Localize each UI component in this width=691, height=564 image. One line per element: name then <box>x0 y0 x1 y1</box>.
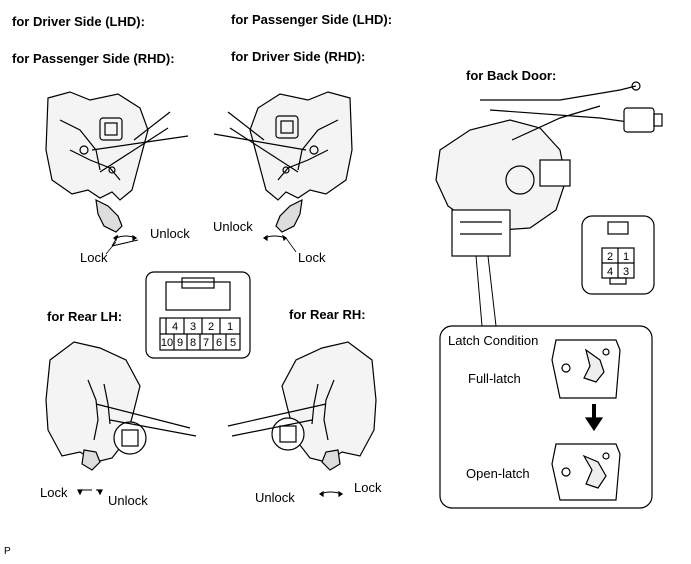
front-left-unlock-label: Unlock <box>150 226 190 241</box>
front-right-unlock-label: Unlock <box>213 219 253 234</box>
connector-4-pin-drawing <box>581 215 655 295</box>
pin-label: 10 <box>161 337 173 349</box>
pin-label: 2 <box>607 251 613 263</box>
open-latch-drawing <box>551 443 621 501</box>
pin-label: 8 <box>190 337 196 349</box>
connector-10-pin-drawing <box>145 271 251 359</box>
latch-condition-title: Latch Condition <box>448 333 539 348</box>
heading-driver-rhd: for Driver Side (RHD): <box>231 49 366 64</box>
open-latch-label: Open-latch <box>466 466 530 481</box>
rear-left-lock-label: Lock <box>40 485 68 500</box>
pin-label: 5 <box>230 337 236 349</box>
rear-right-unlock-label: Unlock <box>255 490 295 505</box>
heading-driver-lhd: for Driver Side (LHD): <box>12 14 145 29</box>
pin-label: 3 <box>190 321 196 333</box>
back-door-lock-drawing <box>435 81 663 257</box>
front-left-door-lock-drawing <box>45 91 189 233</box>
rear-right-door-lock-drawing <box>227 341 377 471</box>
pin-label: 2 <box>208 321 214 333</box>
rear-left-unlock-label: Unlock <box>108 493 148 508</box>
rear-right-lock-label: Lock <box>354 480 382 495</box>
pin-label: 4 <box>607 266 613 278</box>
heading-passenger-rhd: for Passenger Side (RHD): <box>12 51 175 66</box>
connector-10-pin-numbers: 4 3 2 1 10 9 8 7 6 5 <box>161 321 236 349</box>
full-latch-drawing <box>551 339 621 399</box>
pin-label: 7 <box>203 337 209 349</box>
pin-label: 1 <box>227 321 233 333</box>
pin-label: 4 <box>172 321 178 333</box>
heading-back-door: for Back Door: <box>466 68 557 83</box>
full-latch-label: Full-latch <box>468 371 521 386</box>
pin-label: 9 <box>177 337 183 349</box>
heading-passenger-lhd: for Passenger Side (LHD): <box>231 12 393 27</box>
front-right-door-lock-drawing <box>213 91 353 233</box>
front-right-lock-label: Lock <box>298 250 326 265</box>
heading-rear-rh: for Rear RH: <box>289 307 366 322</box>
rear-left-door-lock-drawing <box>45 341 197 471</box>
pin-label: 3 <box>623 266 629 278</box>
connector-4-pin-numbers: 2 1 4 3 <box>607 251 629 278</box>
heading-rear-lh: for Rear LH: <box>47 309 123 324</box>
pin-label: 1 <box>623 251 629 263</box>
pin-label: 6 <box>216 337 222 349</box>
corner-mark: P <box>4 546 11 557</box>
front-left-lock-label: Lock <box>80 250 108 265</box>
